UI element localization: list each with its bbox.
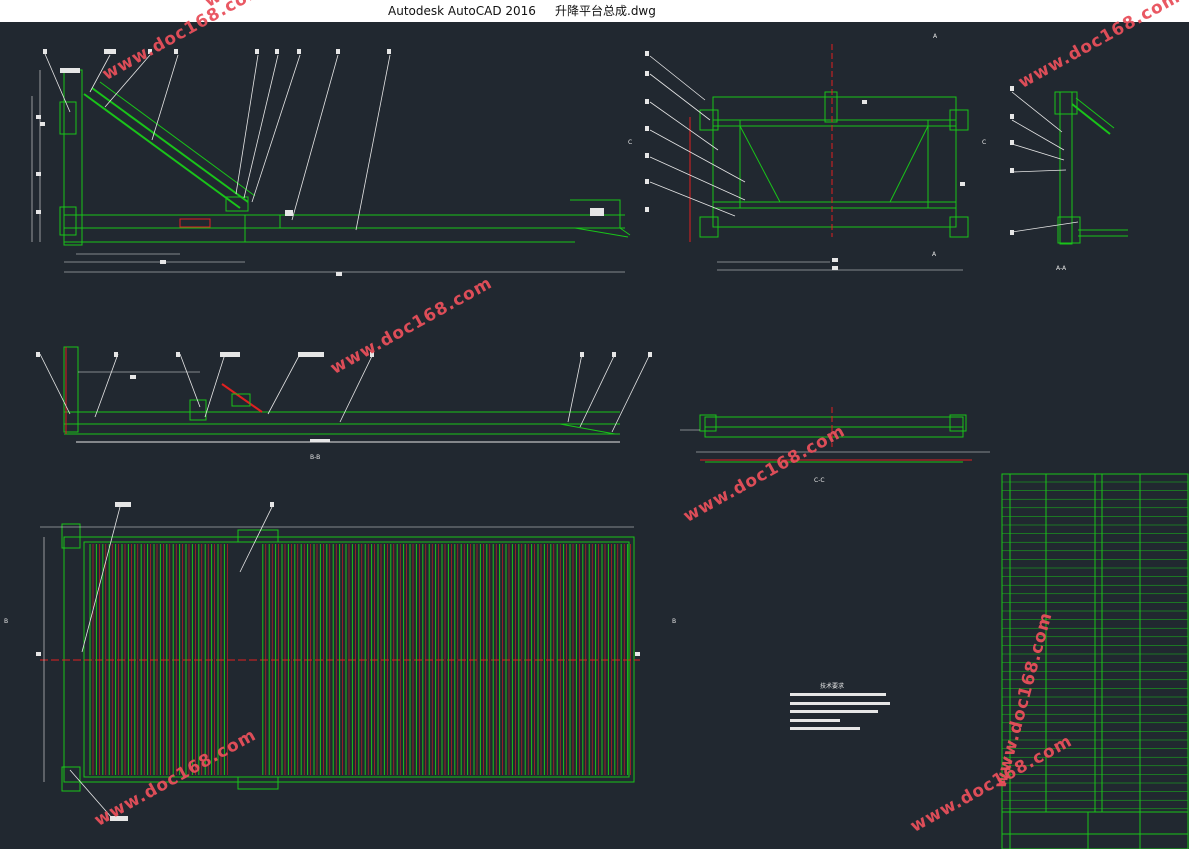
- title-bar: Autodesk AutoCAD 2016 升降平台总成.dwg: [0, 0, 1189, 22]
- file-name: 升降平台总成.dwg: [555, 4, 656, 18]
- app-title: Autodesk AutoCAD 2016: [388, 4, 536, 18]
- section-a-a-view: [1054, 91, 1128, 245]
- technical-notes-title: 技术要求: [820, 682, 844, 690]
- section-b-b-label: B-B: [310, 454, 320, 461]
- technical-notes: [790, 693, 890, 730]
- parts-list-table: [1001, 473, 1189, 849]
- section-mark-a-top: A: [933, 33, 938, 40]
- cad-drawing[interactable]: B-B A-A C-C A A B B C C 技术要求: [0, 22, 1189, 849]
- section-mark-c-right: C: [982, 139, 986, 146]
- section-c-c-view: [699, 407, 972, 463]
- section-mark-b-right: B: [672, 618, 676, 625]
- section-c-c-label: C-C: [814, 477, 825, 484]
- section-a-a-label: A-A: [1056, 265, 1067, 272]
- side-elevation-view: [59, 69, 631, 246]
- front-elevation-view: [689, 44, 969, 242]
- section-b-b-view: [63, 346, 620, 443]
- section-mark-a-bottom: A: [932, 251, 937, 258]
- section-mark-b-left: B: [4, 618, 8, 625]
- window-title: Autodesk AutoCAD 2016 升降平台总成.dwg: [388, 0, 656, 22]
- section-mark-c-left: C: [628, 139, 632, 146]
